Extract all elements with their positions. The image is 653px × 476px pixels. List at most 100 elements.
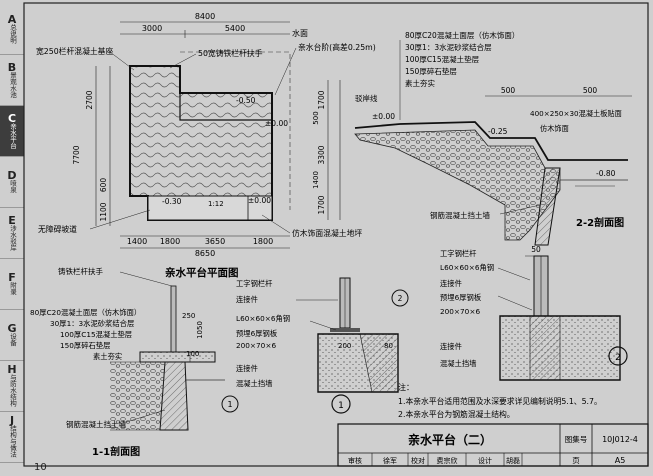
label-ramp: 无障碍坡道 (38, 224, 77, 234)
plan-left-dim-2: 600 (99, 178, 108, 193)
sidebar-tab-letter: H (7, 363, 17, 377)
s22-edge-label: 驳岸线 (355, 93, 378, 103)
notes: 注： 1.本亲水平台适用范围及水深要求详见编制说明5.1、5.7。 2.本亲水平… (398, 382, 602, 419)
s22-layer-2: 30厚1：3水泥砂浆结合层 (405, 42, 492, 52)
sidebar-tab-label: 总说明 (8, 23, 17, 44)
plan-right-dim-2: 3300 (317, 145, 326, 164)
section-2-2: 80厚C20混凝土面层（仿木饰面） 30厚1：3水泥砂浆结合层 100厚C15混… (354, 30, 632, 246)
tb-design-label: 设计 (478, 456, 492, 465)
sidebar-tab-label: 附录 (8, 282, 17, 295)
detail-1-marker (331, 394, 351, 414)
plan-slope: 1:12 (208, 200, 224, 208)
sidebar-tab-letter: A (7, 12, 17, 26)
sidebar-tab-label: 涉水驳岸 (8, 224, 17, 251)
d1-label-7: 混凝土挡墙 (236, 379, 272, 388)
sidebar-tab-letter: E (8, 213, 16, 227)
s22-dim-1: 500 (501, 86, 516, 95)
plan-right-dim-3: 1700 (317, 195, 326, 214)
note-1: 1.本亲水平台适用范围及水深要求详见编制说明5.1、5.7。 (398, 396, 602, 406)
s11-layer-5: 素土夯实 (93, 352, 122, 361)
sheet-title: 亲水平台（二） (408, 432, 492, 447)
sidebar-tab-letter: C (7, 111, 17, 125)
d2-label-3: 连接件 (440, 279, 462, 288)
d1-label-1: 工字钢栏杆 (236, 279, 273, 288)
detail-2-number: 2 (615, 353, 621, 363)
page-number: 10 (34, 462, 47, 473)
s11-handrail-label: 铸铁栏杆扶手 (58, 266, 103, 276)
s11-dim-1: 250 (182, 312, 195, 320)
plan-bottom-dim-total: 8650 (195, 249, 215, 258)
section-1-1-title: 1-1剖面图 (92, 445, 140, 458)
plan-elev-3: ±0.00 (248, 196, 271, 205)
plan-left-dim-total: 7700 (72, 145, 81, 164)
d1-ref-top: 2 (398, 294, 403, 303)
sidebar-tab-letter: F (8, 271, 16, 284)
d1-dim-1: 200 (338, 342, 351, 350)
page-code: A5 (615, 456, 626, 465)
plan-dim-total-width: 8400 (195, 12, 215, 21)
d1-label-4: 预埋6厚钢板 (236, 329, 278, 338)
note-2: 2.本亲水平台为钢筋混凝土结构。 (398, 409, 515, 419)
plan-elev-4: -0.30 (162, 197, 182, 206)
s11-dim-3: 100 (186, 350, 199, 358)
d2-label-5: 200×70×6 (440, 307, 480, 316)
s22-elev-2: -0.25 (488, 127, 508, 136)
page-label: 页 (572, 456, 580, 465)
section-1-1-layer-callouts: 80厚C20混凝土面层（仿木饰面） 30厚1：3水泥砂浆结合层 100厚C15混… (30, 308, 141, 361)
d2-label-1: 工字钢栏杆 (440, 249, 477, 258)
platform-plan: 8400 3000 5400 水面 2700 7700 600 1100 170… (36, 12, 376, 279)
plan-left-dim-3: 1100 (99, 202, 108, 221)
section-1-1: 铸铁栏杆扶手 80厚C20混凝土面层（仿木饰面） 30厚1：3水泥砂浆结合层 1… (30, 266, 239, 458)
label-handrail: 50宽铸铁栏杆扶手 (198, 48, 263, 58)
d2-label-2: L60×60×6角钢 (440, 263, 494, 272)
atlas-no: 10J012-4 (602, 435, 638, 444)
section-2-2-title: 2-2剖面图 (576, 216, 624, 229)
plan-inner-dim-2: 1400 (312, 171, 320, 189)
detail-2: 50 工字钢栏杆 L60×60×6角钢 连接件 预埋6厚钢板 200×70×6 … (440, 245, 628, 381)
tb-review-label: 审核 (348, 456, 362, 465)
d2-label-6: 连接件 (440, 342, 462, 351)
plan-bottom-dim-4: 1800 (253, 237, 273, 246)
sidebar-tab-letter: J (9, 414, 15, 428)
s11-wall-label: 钢筋混凝土挡土墙 (66, 419, 126, 429)
label-step: 亲水台阶(高差0.25m) (298, 42, 376, 52)
sidebar-tab-label: 设备 (8, 333, 17, 346)
plan-dim-width-a: 3000 (142, 24, 162, 33)
sidebar-tab-letter: B (7, 60, 17, 74)
plan-dim-width-b: 5400 (225, 24, 245, 33)
detail-2-marker (608, 346, 628, 366)
label-railing-base: 宽250栏杆混凝土基座 (36, 46, 113, 56)
tb-reviewer: 徐军 (383, 456, 397, 465)
section-2-2-layer-callouts: 80厚C20混凝土面层（仿木饰面） 30厚1：3水泥砂浆结合层 100厚C15混… (399, 30, 519, 120)
d1-label-3: L60×60×6角钢 (236, 314, 290, 323)
sidebar-tab-letter: D (7, 169, 17, 182)
plan-bottom-dim-3: 3650 (205, 237, 225, 246)
s11-cut-marker (221, 395, 239, 413)
s11-layer-4: 150厚碎石垫层 (60, 341, 110, 350)
sidebar-tab-letter: G (7, 322, 17, 335)
s11-dim-2: 1050 (196, 321, 204, 339)
s22-elev-1: ±0.00 (372, 112, 395, 121)
s22-dim-2: 500 (583, 86, 598, 95)
sidebar-tab-label: 与防水结构 (8, 374, 17, 407)
s11-layer-2: 30厚1：3水泥砂浆结合层 (50, 319, 134, 328)
tb-designer: 胡磊 (506, 456, 520, 465)
sheet-border (23, 2, 649, 467)
s22-layer-5: 素土夯实 (405, 78, 435, 88)
d1-dim-2: 80 (384, 342, 393, 350)
water-label: 水面 (292, 28, 308, 38)
tb-checker: 费宗欣 (437, 456, 458, 465)
plan-inner-dim-1: 500 (312, 111, 320, 124)
plan-right-dim-1: 1700 (317, 90, 326, 109)
sidebar-tab-label: 结构与做法 (8, 425, 17, 458)
